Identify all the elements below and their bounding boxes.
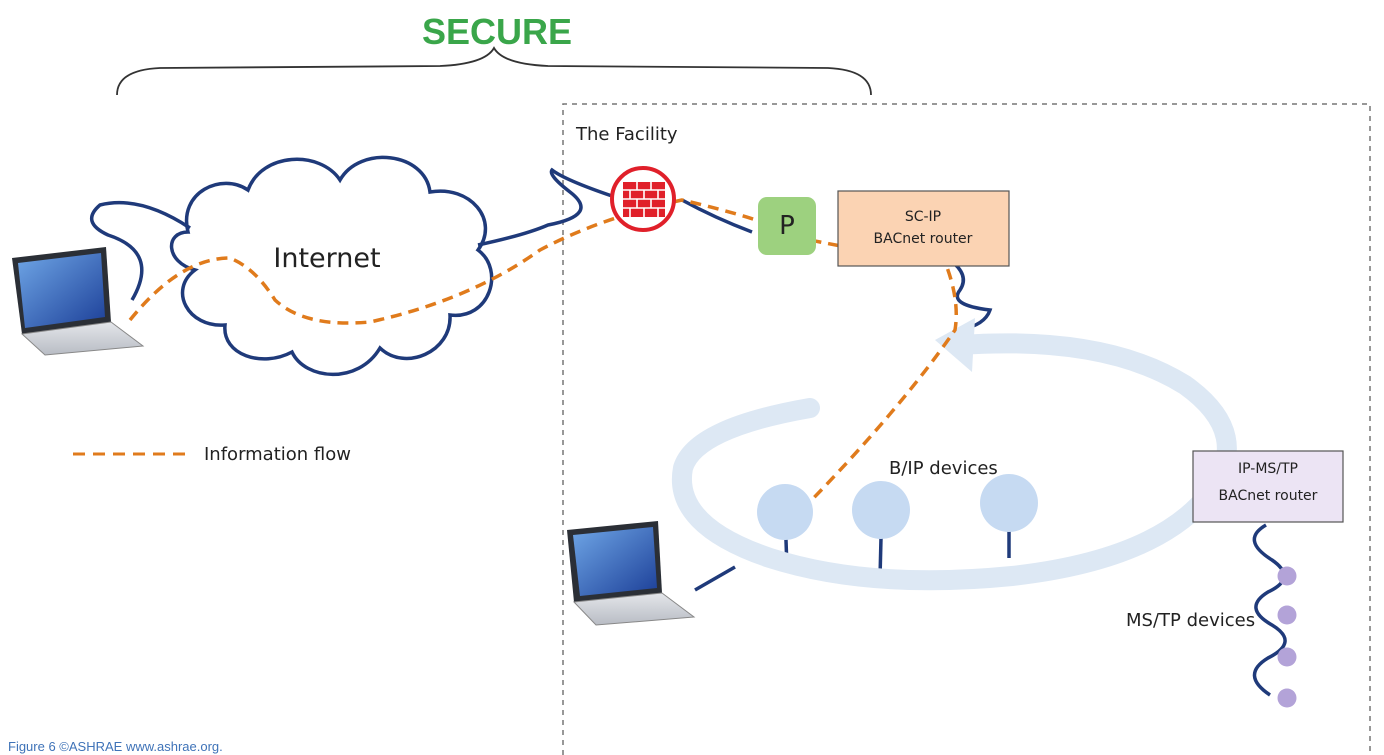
secure-title: SECURE <box>422 11 572 52</box>
legend-flow-label: Information flow <box>204 444 351 465</box>
mstp-device <box>1277 605 1297 625</box>
mstp-device <box>1277 688 1297 708</box>
bip-devices-label: B/IP devices <box>889 458 998 479</box>
sc-ip-router-line1: SC-IP <box>905 209 941 225</box>
bip-bus-arrowhead <box>935 318 975 372</box>
facility-boundary <box>562 103 1371 755</box>
facility-label: The Facility <box>575 124 678 145</box>
internet-label: Internet <box>273 243 380 274</box>
figure-caption: Figure 6 ©ASHRAE www.ashrae.org. <box>8 739 223 754</box>
sc-ip-router-box <box>837 190 1010 267</box>
mstp-device <box>1277 647 1297 667</box>
mstp-device <box>1277 566 1297 586</box>
bip-network-bus <box>671 333 1237 591</box>
internet-cloud <box>169 155 494 377</box>
proxy-box <box>758 197 816 255</box>
bip-device <box>980 474 1038 532</box>
ip-mstp-router-line1: IP-MS/TP <box>1238 461 1298 477</box>
proxy-label: P <box>779 211 795 241</box>
ip-mstp-router-line2: BACnet router <box>1219 488 1318 504</box>
remote-laptop-icon <box>12 247 145 356</box>
bip-device <box>757 484 813 540</box>
bip-device <box>852 481 910 539</box>
ip-mstp-router-box <box>1192 450 1344 523</box>
secure-brace <box>116 46 872 96</box>
firewall-icon <box>610 166 676 232</box>
mstp-devices-label: MS/TP devices <box>1126 610 1255 631</box>
sc-ip-router-line2: BACnet router <box>874 231 973 247</box>
facility-laptop-icon <box>567 521 696 626</box>
